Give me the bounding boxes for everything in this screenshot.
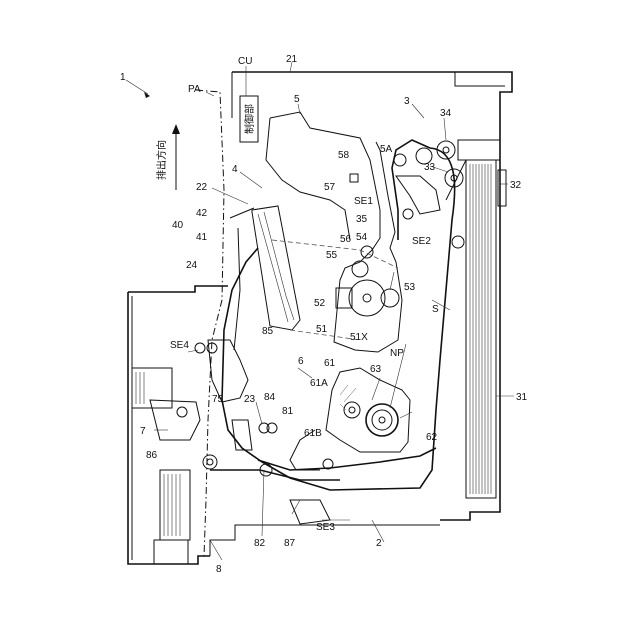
label-40: 40: [172, 220, 184, 231]
label-5a: 5A: [380, 144, 393, 155]
label-87: 87: [284, 538, 296, 549]
label-22: 22: [196, 182, 208, 193]
label-23: 23: [244, 394, 256, 405]
label-86: 86: [146, 450, 158, 461]
label-84: 84: [264, 392, 276, 403]
label-24: 24: [186, 260, 198, 271]
label-se4: SE4: [170, 340, 189, 351]
label-57: 57: [324, 182, 336, 193]
label-34: 34: [440, 108, 452, 119]
control-unit: 制御部: [240, 96, 258, 142]
label-54: 54: [356, 232, 368, 243]
label-pa: PA: [188, 84, 201, 95]
label-56: 56: [340, 234, 352, 245]
sheet-transport-path: [222, 140, 455, 490]
photoconductor-unit-6: [290, 368, 410, 470]
leader-lines: [126, 62, 514, 560]
label-7: 7: [140, 426, 146, 437]
label-4: 4: [232, 164, 238, 175]
label-cu: CU: [238, 56, 252, 67]
label-5: 5: [294, 94, 300, 105]
label-61b: 61B: [304, 428, 322, 439]
label-75: 75: [212, 394, 224, 405]
label-61: 61: [324, 358, 336, 369]
label-53: 53: [404, 282, 416, 293]
label-58: 58: [338, 150, 350, 161]
label-81: 81: [282, 406, 294, 417]
label-52: 52: [314, 298, 326, 309]
label-42: 42: [196, 208, 208, 219]
label-35: 35: [356, 214, 368, 225]
label-51x: 51X: [350, 332, 368, 343]
label-2: 2: [376, 538, 382, 549]
drive-gears: [336, 246, 399, 316]
label-32: 32: [510, 180, 522, 191]
left-mechanisms: [132, 340, 333, 564]
label-41: 41: [196, 232, 208, 243]
label-85: 85: [262, 326, 274, 337]
label-62: 62: [426, 432, 438, 443]
label-s: S: [432, 304, 439, 315]
label-8: 8: [216, 564, 222, 575]
label-3: 3: [404, 96, 410, 107]
label-1: 1: [120, 72, 126, 83]
label-61a: 61A: [310, 378, 328, 389]
label-21: 21: [286, 54, 298, 65]
label-6: 6: [298, 356, 304, 367]
label-se3: SE3: [316, 522, 335, 533]
control-unit-label: 制御部: [243, 104, 256, 134]
label-82: 82: [254, 538, 266, 549]
label-63: 63: [370, 364, 382, 375]
label-51: 51: [316, 324, 328, 335]
label-55: 55: [326, 250, 338, 261]
feed-rollers: [394, 141, 464, 248]
paper-path-pa: [196, 90, 224, 556]
label-se2: SE2: [412, 236, 431, 247]
discharge-direction-arrow: 排出方向: [155, 124, 180, 190]
label-33: 33: [424, 162, 436, 173]
label-31: 31: [516, 392, 528, 403]
cartridge-40: [230, 206, 398, 350]
label-np: NP: [390, 348, 404, 359]
label-se1: SE1: [354, 196, 373, 207]
discharge-direction-label: 排出方向: [155, 140, 168, 180]
